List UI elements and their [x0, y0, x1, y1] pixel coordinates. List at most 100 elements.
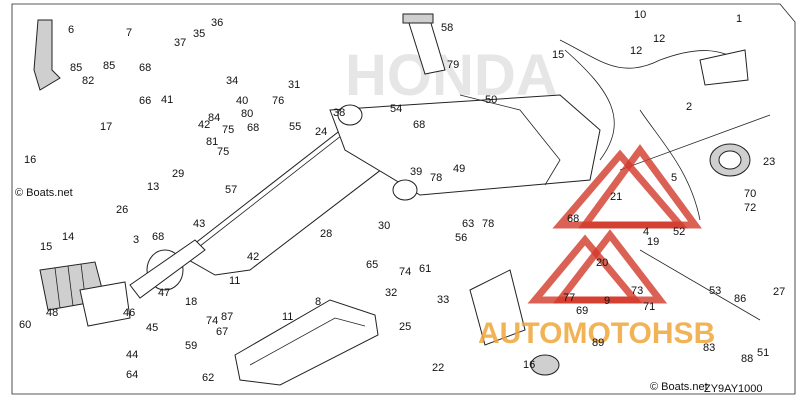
callout-61: 61 — [419, 263, 431, 275]
callout-57: 57 — [225, 184, 237, 196]
callout-55: 55 — [289, 121, 301, 133]
callout-24: 24 — [315, 126, 327, 138]
callout-4: 4 — [643, 226, 649, 238]
callout-13: 13 — [147, 181, 159, 193]
callout-8: 8 — [315, 296, 321, 308]
callout-11: 11 — [229, 275, 240, 287]
callout-28: 28 — [320, 228, 332, 240]
callout-42: 42 — [198, 119, 210, 131]
callout-31: 31 — [288, 79, 300, 91]
callout-79: 79 — [447, 59, 459, 71]
connector-1 — [699, 49, 749, 86]
callout-35: 35 — [193, 28, 205, 40]
callout-69: 69 — [576, 305, 588, 317]
bracket-rib — [459, 94, 561, 186]
callout-60: 60 — [19, 319, 31, 331]
callout-74: 74 — [206, 315, 218, 327]
callout-49: 49 — [453, 163, 465, 175]
callout-56: 56 — [455, 232, 467, 244]
callout-67: 67 — [216, 326, 228, 338]
callout-27: 27 — [773, 286, 785, 298]
bushing-42 — [337, 104, 363, 126]
watermark-site-2: © Boats.net — [650, 381, 708, 393]
hook-handle-6 — [33, 19, 61, 91]
harness-cable-1 — [559, 39, 741, 69]
callout-26: 26 — [116, 204, 128, 216]
callout-43: 43 — [193, 218, 205, 230]
callout-40: 40 — [236, 95, 248, 107]
callout-29: 29 — [172, 168, 184, 180]
callout-20: 20 — [596, 257, 608, 269]
watermark-brand: AUTOMOTOHSB — [478, 317, 715, 350]
switch-cap — [530, 354, 560, 376]
callout-17: 17 — [100, 121, 112, 133]
callout-66: 66 — [139, 95, 151, 107]
callout-42: 42 — [247, 251, 259, 263]
callout-7: 7 — [126, 27, 132, 39]
callout-89: 89 — [592, 337, 604, 349]
callout-93: 93 — [0, 0, 12, 3]
callout-88: 88 — [741, 353, 753, 365]
callout-41: 41 — [161, 94, 173, 106]
callout-77: 77 — [563, 292, 575, 304]
callout-63: 63 — [462, 218, 474, 230]
callout-78: 78 — [430, 172, 442, 184]
callout-70: 70 — [744, 188, 756, 200]
callout-47: 47 — [158, 287, 170, 299]
callout-33: 33 — [437, 294, 449, 306]
callout-32: 32 — [385, 287, 397, 299]
diagram-frame — [11, 3, 796, 395]
callout-52: 52 — [673, 226, 685, 238]
callout-18: 18 — [185, 296, 197, 308]
callout-65: 65 — [366, 259, 378, 271]
callout-83: 83 — [703, 342, 715, 354]
callout-3: 3 — [133, 234, 139, 246]
callout-82: 82 — [82, 75, 94, 87]
callout-92: 92 — [0, 0, 12, 3]
callout-30: 30 — [378, 220, 390, 232]
callout-38: 38 — [333, 107, 345, 119]
callout-81: 81 — [206, 136, 218, 148]
callout-5: 5 — [671, 172, 677, 184]
callout-84: 84 — [208, 112, 220, 124]
callout-95: 95 — [0, 0, 12, 3]
callout-16: 16 — [24, 154, 36, 166]
watermark-triangle-2 — [578, 144, 702, 229]
diagram-code: ZY9AY1000 — [704, 383, 763, 395]
callout-75: 75 — [222, 124, 234, 136]
throttle-grip-collar — [79, 281, 131, 327]
callout-62: 62 — [202, 372, 214, 384]
callout-9: 9 — [604, 295, 610, 307]
callout-85: 85 — [103, 60, 115, 72]
callout-91: 91 — [0, 0, 12, 3]
harness-cable-2 — [564, 49, 615, 161]
callout-11: 11 — [282, 311, 293, 323]
callout-68: 68 — [413, 119, 425, 131]
bolt-62-head — [402, 13, 434, 24]
callout-45: 45 — [146, 322, 158, 334]
callout-64: 64 — [126, 369, 138, 381]
callout-54: 54 — [390, 103, 402, 115]
callout-59: 59 — [185, 340, 197, 352]
callout-14: 14 — [62, 231, 74, 243]
bushing-42b — [392, 179, 418, 201]
throttle-shaft — [129, 239, 206, 299]
callout-74: 74 — [399, 266, 411, 278]
callout-50: 50 — [485, 94, 497, 106]
callout-80: 80 — [241, 108, 253, 120]
callout-86: 86 — [734, 293, 746, 305]
callout-16: 16 — [523, 359, 535, 371]
lower-cover-29 — [234, 299, 379, 386]
callout-15: 15 — [552, 49, 564, 61]
callout-2: 2 — [686, 101, 692, 113]
callout-53: 53 — [709, 285, 721, 297]
callout-12: 12 — [630, 45, 642, 57]
callout-72: 72 — [744, 202, 756, 214]
callout-37: 37 — [174, 37, 186, 49]
callout-19: 19 — [647, 236, 659, 248]
callout-51: 51 — [757, 347, 769, 359]
callout-44: 44 — [126, 349, 138, 361]
